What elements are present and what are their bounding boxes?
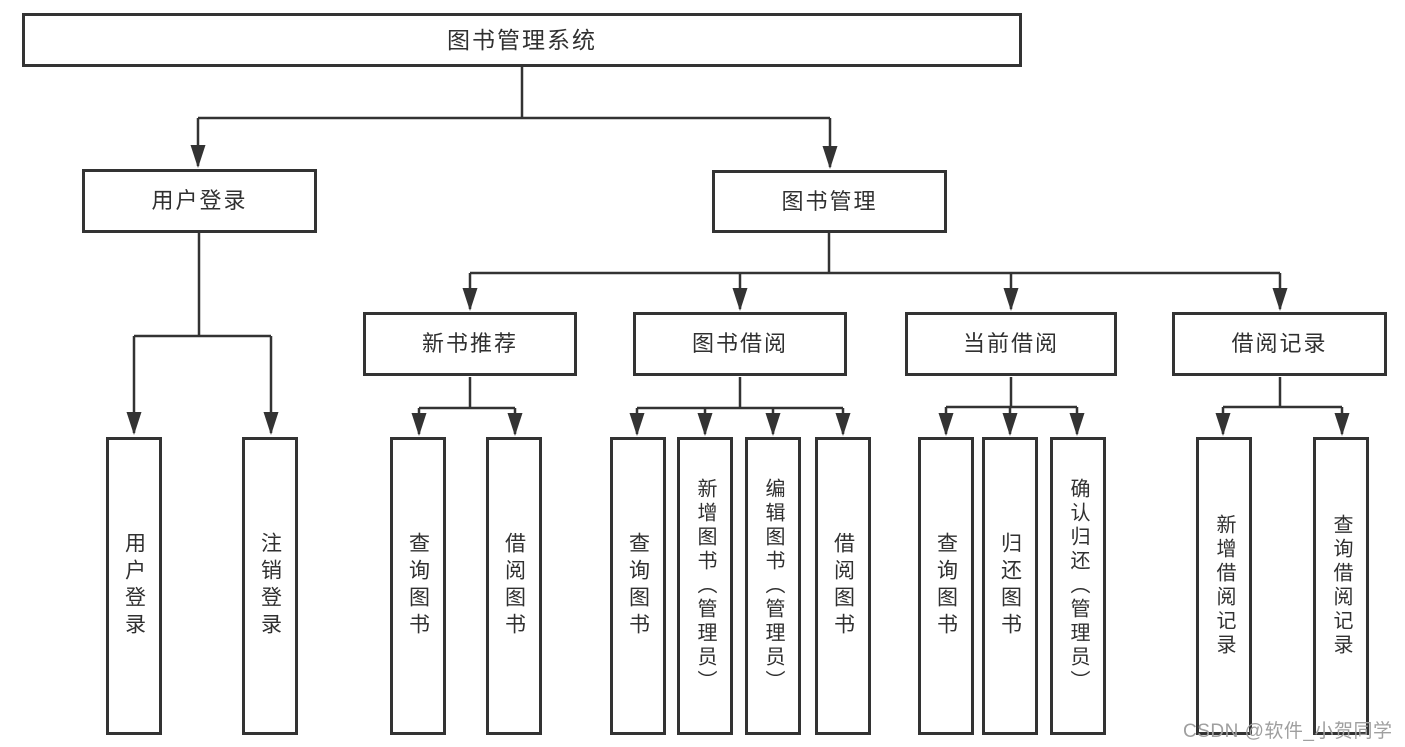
leaf-borrow-books: 借阅图书 [815, 437, 871, 735]
leaf-query-books-recommend: 查询图书 [390, 437, 446, 735]
leaf-add-books-admin: 新增图书（管理员） [677, 437, 733, 735]
leaf-confirm-return-admin: 确认归还（管理员） [1050, 437, 1106, 735]
leaf-borrow-books-recommend: 借阅图书 [486, 437, 542, 735]
node-borrow-records: 借阅记录 [1172, 312, 1387, 376]
leaf-query-borrow-record: 查询借阅记录 [1313, 437, 1369, 735]
leaf-query-books-current: 查询图书 [918, 437, 974, 735]
node-book-borrow: 图书借阅 [633, 312, 847, 376]
node-library-management-system: 图书管理系统 [22, 13, 1022, 67]
node-new-book-recommend: 新书推荐 [363, 312, 577, 376]
leaf-add-borrow-record: 新增借阅记录 [1196, 437, 1252, 735]
node-user-login: 用户登录 [82, 169, 317, 233]
leaf-edit-books-admin: 编辑图书（管理员） [745, 437, 801, 735]
leaf-query-books-borrow: 查询图书 [610, 437, 666, 735]
leaf-return-books: 归还图书 [982, 437, 1038, 735]
watermark: CSDN @软件_小贺同学 [1183, 721, 1393, 742]
node-current-borrow: 当前借阅 [905, 312, 1117, 376]
leaf-user-login: 用户登录 [106, 437, 162, 735]
node-book-management: 图书管理 [712, 170, 947, 233]
leaf-logout-login: 注销登录 [242, 437, 298, 735]
